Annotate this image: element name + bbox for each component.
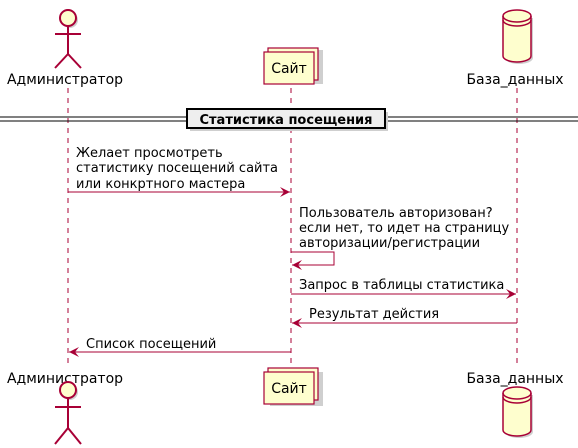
- message-auth-check: Пользователь авторизован? если нет, то и…: [291, 206, 510, 270]
- stacked-box-icon: [263, 367, 323, 406]
- message-arrow: [291, 251, 335, 270]
- message-text: если нет, то идет на страницу: [299, 221, 510, 236]
- participant-site-bottom: Сайт: [263, 367, 323, 406]
- message-text: авторизации/регистрации: [299, 236, 480, 251]
- message-visit-list: Список посещений: [69, 337, 291, 357]
- cylinder-icon: [502, 386, 533, 438]
- participant-admin-top: Администратор: [7, 9, 123, 88]
- participant-admin-bottom: Администратор: [7, 371, 123, 445]
- cylinder-icon: [502, 9, 533, 64]
- message-query-db: Запрос в таблицы статистика: [291, 278, 516, 299]
- participant-db-bottom: База_данных: [466, 371, 564, 438]
- participant-site-top: Сайт: [263, 47, 323, 85]
- participant-label: Администратор: [7, 72, 123, 88]
- participant-label: Сайт: [271, 61, 307, 77]
- message-text: Результат дейстия: [309, 307, 439, 322]
- participant-label: Сайт: [271, 381, 307, 397]
- participant-db-top: База_данных: [466, 9, 564, 88]
- stick-figure-icon: [54, 9, 82, 69]
- message-db-result: Результат дейстия: [292, 307, 517, 328]
- stacked-box-icon: [263, 47, 323, 85]
- participant-label: База_данных: [466, 371, 563, 387]
- message-text: или конкртного мастера: [76, 177, 245, 192]
- message-text: Список посещений: [86, 337, 216, 352]
- message-text: Желает просмотреть: [76, 146, 223, 161]
- message-request-stats: Желает просмотреть статистику посещений …: [68, 146, 290, 197]
- message-text: Запрос в таблицы статистика: [299, 278, 504, 293]
- divider-title: Статистика посещения: [199, 113, 372, 128]
- divider: Статистика посещения: [0, 108, 578, 131]
- participant-label: База_данных: [466, 72, 563, 88]
- message-text: Пользователь авторизован?: [299, 206, 493, 221]
- participant-label: Администратор: [7, 371, 123, 387]
- stick-figure-icon: [54, 381, 82, 445]
- message-text: статистику посещений сайта: [76, 161, 278, 176]
